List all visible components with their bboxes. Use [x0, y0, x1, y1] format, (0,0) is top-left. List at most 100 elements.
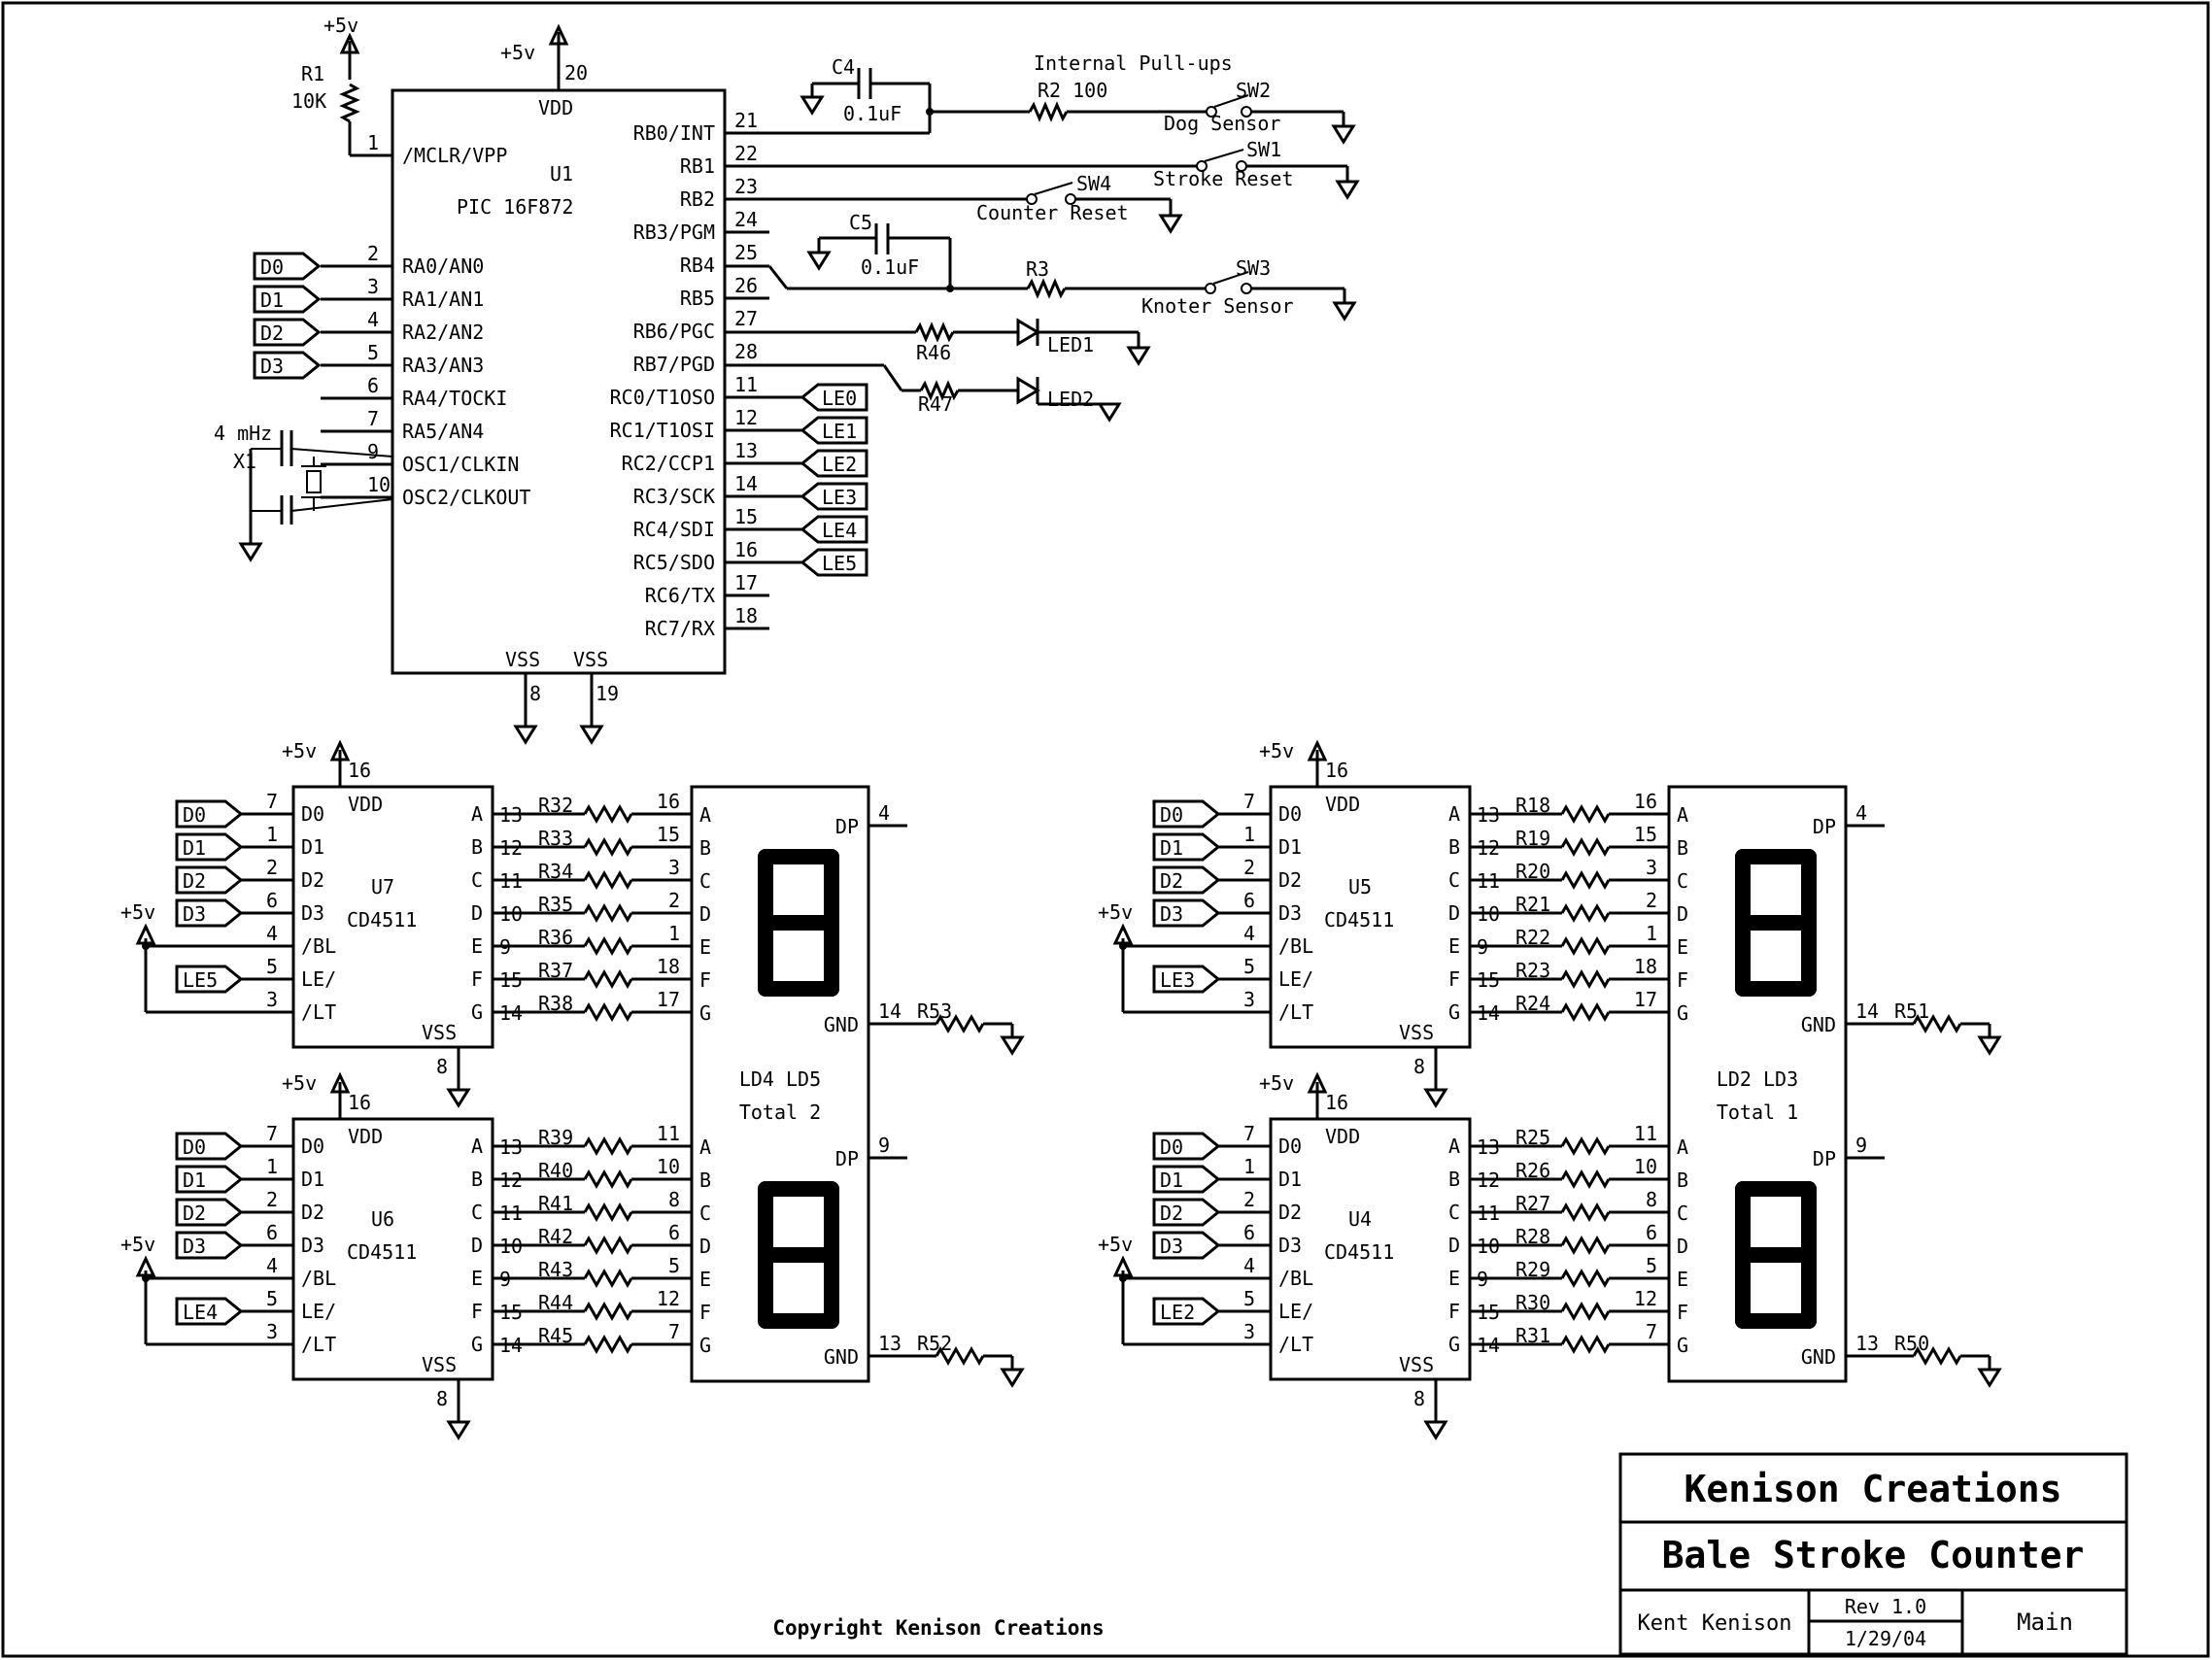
mcu-pin-name: RA1/AN1	[402, 288, 484, 311]
decoder-pin-name: B	[471, 1168, 483, 1191]
decoder-part: CD4511	[1324, 908, 1394, 932]
mcu-pin-number: 24	[734, 208, 758, 231]
decoder-pin-number: 5	[1243, 1287, 1255, 1310]
resistor-icon	[1560, 1301, 1611, 1322]
display-pin-number: 2	[668, 889, 680, 912]
sw4-ref: SW4	[1076, 172, 1111, 195]
resistor-icon	[1028, 101, 1069, 122]
mcu-vss-pin-2: 19	[596, 682, 619, 705]
port-tag	[800, 515, 868, 544]
resistor-icon	[583, 935, 633, 957]
ground-icon	[513, 725, 538, 745]
decoder-pin-name: C	[471, 868, 483, 892]
display-segment-label: E	[699, 935, 711, 959]
vdd-supply-arrow-icon	[548, 23, 569, 46]
data-port-tag: D0	[1160, 803, 1183, 827]
decoder-pin-name: /BL	[301, 1267, 336, 1290]
decoder-pin-name: F	[1448, 967, 1460, 991]
display-pin-number: 18	[1634, 955, 1657, 978]
decoder-vdd-label: VDD	[1325, 1125, 1360, 1148]
gnd-pin-number: 13	[878, 1332, 902, 1355]
port-tag	[1152, 832, 1221, 862]
display-pin-number: 6	[668, 1221, 680, 1244]
resistor-icon	[1560, 1135, 1611, 1157]
input-switches: Internal Pull-ups C4 0.1uF R2 100 SW2 Do…	[725, 51, 1360, 322]
gnd-pin-number: 14	[878, 999, 902, 1023]
display-pin-number: 12	[657, 1287, 680, 1310]
display-dp-label: DP	[1813, 815, 1836, 838]
decoder-pin-name: /BL	[1278, 1267, 1313, 1290]
ground-icon	[800, 95, 825, 116]
mcu-pin-number: 6	[367, 374, 379, 397]
latch-port-tag: LE0	[822, 387, 857, 410]
ground-icon	[446, 1088, 471, 1108]
crystal-ref: X1	[233, 450, 256, 473]
decoder-pin-number: 4	[266, 1254, 278, 1277]
display-segment-label: B	[699, 1169, 711, 1192]
supply-arrow-icon	[1112, 1255, 1134, 1277]
mcu-pin-name: RB0/INT	[633, 121, 715, 145]
mcu-pin-name: RA3/AN3	[402, 354, 484, 377]
mcu-pin-name: OSC1/CLKIN	[402, 453, 519, 476]
mcu-pin-name: RC4/SDI	[633, 518, 715, 541]
supply-arrow-icon	[1307, 739, 1328, 762]
decoder-pin-name: D2	[1278, 1201, 1302, 1224]
decoder-pin-number: 4	[266, 922, 278, 945]
decoder-pin-name: LE/	[1278, 1300, 1313, 1323]
port-tag	[175, 1132, 244, 1161]
mcu-pin-number: 1	[367, 131, 379, 154]
ground-icon	[1332, 301, 1357, 322]
port-tag	[1152, 898, 1221, 928]
decoder-vss-label: VSS	[1399, 1021, 1434, 1044]
display-pin-number: 10	[657, 1155, 680, 1178]
decoder-pin-name: E	[1448, 1267, 1460, 1290]
mcu-pin-number: 10	[367, 473, 391, 496]
gnd-resistor-label: R51	[1894, 999, 1929, 1023]
resistor-icon	[583, 869, 633, 891]
status-leds: R46 LED1 R47 LED2	[725, 318, 1151, 423]
mcu-pin-name: RB1	[680, 154, 715, 178]
resistor-icon	[1560, 1202, 1611, 1223]
decoder-pin-name: E	[1448, 934, 1460, 958]
mcu-pin-name: RC7/RX	[645, 617, 715, 640]
decoder-pin-number: 1	[266, 823, 278, 846]
data-port-tag: D0	[183, 1135, 206, 1159]
gnd-pin-number: 14	[1855, 999, 1879, 1023]
data-port-tag: D1	[260, 288, 284, 312]
mcu-pin-number: 27	[734, 307, 758, 330]
decoder-pin-name: D0	[1278, 1135, 1302, 1158]
decoder-pin-number: 2	[1243, 1188, 1255, 1211]
display-segment-label: C	[699, 1202, 711, 1225]
resistor-icon	[1560, 902, 1611, 924]
display-sub-label: Total 2	[739, 1101, 821, 1124]
decoder-pin-name: /BL	[301, 934, 336, 958]
mcu-pin-name: RB3/PGM	[633, 220, 715, 244]
decoder-pin-name: D1	[1278, 835, 1302, 859]
port-tag	[253, 252, 322, 281]
decoder-pin-name: D3	[301, 901, 324, 925]
c4-value: 0.1uF	[843, 102, 902, 125]
mcu-vss-pin-1: 8	[529, 682, 541, 705]
decoder-pin-number: 3	[1243, 1320, 1255, 1343]
mcu-pin-name: RB2	[680, 187, 715, 211]
ground-icon	[1331, 124, 1356, 145]
decoder-pin-number: 7	[1243, 1122, 1255, 1145]
data-port-tag: D3	[183, 902, 206, 926]
resistor-icon	[919, 380, 960, 401]
seven-segment-digit-icon	[758, 849, 839, 997]
decoder-pin-name: B	[1448, 1168, 1460, 1191]
decoder-pin-number: 5	[1243, 955, 1255, 978]
decoder-supply: +5v	[1259, 1071, 1294, 1095]
mcu-pin-name: RB7/PGD	[633, 353, 715, 376]
title-block: Kenison Creations Bale Stroke Counter Ke…	[1618, 1452, 2128, 1656]
mcu-pin-number: 2	[367, 242, 379, 265]
mcu-pin-name: OSC2/CLKOUT	[402, 486, 530, 509]
data-port-tag: D2	[1160, 869, 1183, 893]
display-dp-label: DP	[835, 815, 859, 838]
display-segment-label: E	[699, 1268, 711, 1291]
resistor-icon	[583, 1235, 633, 1256]
supply-arrow-icon	[339, 32, 360, 54]
mcu-vss-label-1: VSS	[505, 648, 540, 671]
mcu-pin-number: 3	[367, 275, 379, 298]
